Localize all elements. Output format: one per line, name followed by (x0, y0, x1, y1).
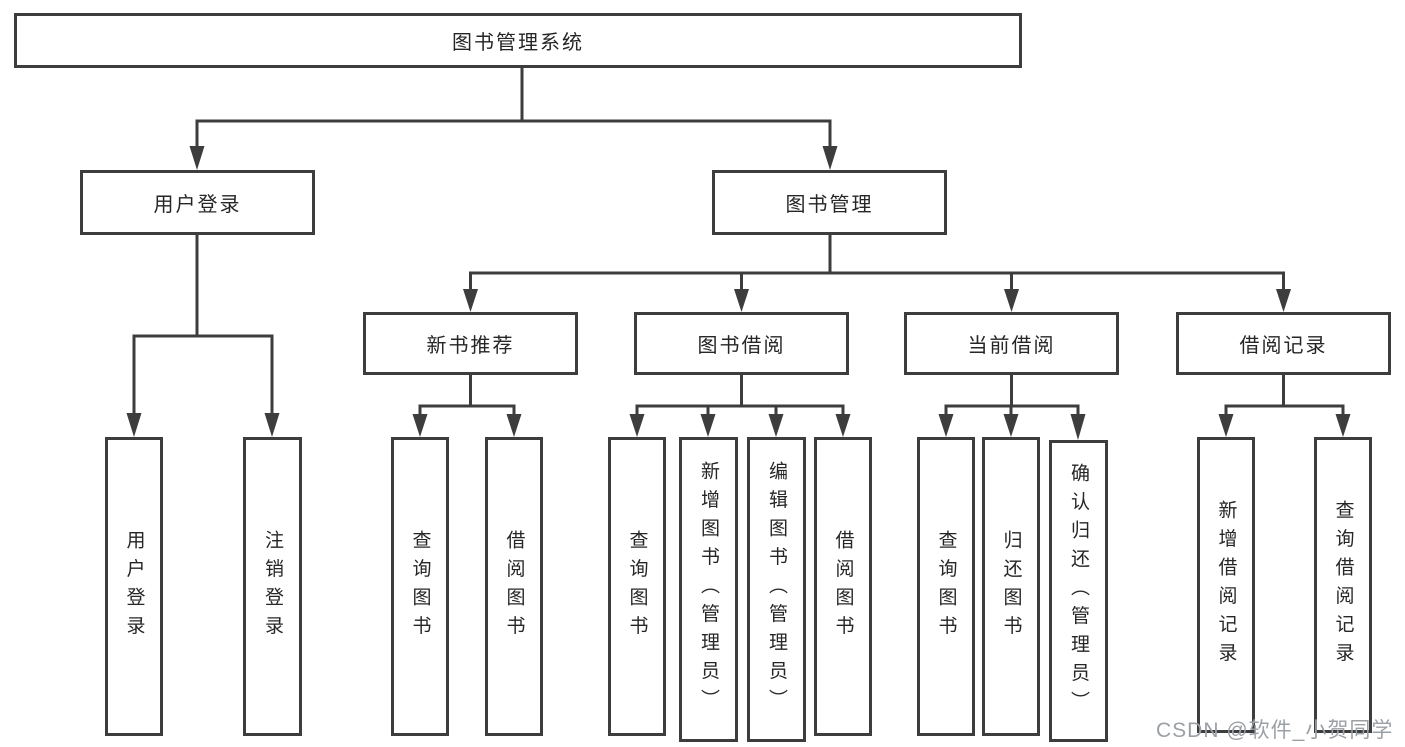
leaf-current-confirm-admin: 确认归还（管理员） (1049, 440, 1108, 742)
csdn-watermark: CSDN @软件_小贺同学 (1156, 719, 1394, 742)
connector-new-books-branch (412, 375, 522, 437)
connector-current-borrow-branch (938, 375, 1086, 440)
node-current-borrow-label: 当前借阅 (967, 335, 1056, 357)
leaf-user-login-label: 用户登录 (123, 529, 145, 644)
node-borrow-records: 借阅记录 (1176, 312, 1391, 375)
node-current-borrow: 当前借阅 (904, 312, 1119, 375)
node-root-label: 图书管理系统 (452, 32, 584, 54)
leaf-borrow-add-admin-label: 新增图书（管理员） (698, 461, 719, 718)
connector-book-mgmt-branch (463, 235, 1291, 312)
leaf-newbooks-query-label: 查询图书 (409, 529, 431, 644)
connector-borrow-records-branch (1218, 375, 1351, 437)
leaf-borrow-add-admin: 新增图书（管理员） (679, 437, 738, 742)
connector-user-login-branch (126, 235, 280, 437)
node-book-borrow-label: 图书借阅 (697, 335, 786, 357)
leaf-borrow-edit-admin-label: 编辑图书（管理员） (766, 461, 787, 718)
node-new-books-label: 新书推荐 (426, 335, 515, 357)
leaf-current-query-label: 查询图书 (935, 529, 957, 644)
leaf-current-return: 归还图书 (982, 437, 1040, 736)
leaf-records-add-label: 新增借阅记录 (1215, 499, 1237, 671)
leaf-logout-label: 注销登录 (262, 529, 283, 644)
node-borrow-records-label: 借阅记录 (1239, 335, 1328, 357)
leaf-current-return-label: 归还图书 (1000, 529, 1022, 644)
node-book-borrow: 图书借阅 (634, 312, 849, 375)
leaf-newbooks-query: 查询图书 (391, 437, 449, 736)
leaf-user-login: 用户登录 (105, 437, 163, 736)
leaf-records-query-label: 查询借阅记录 (1332, 499, 1354, 671)
node-user-login-label: 用户登录 (153, 194, 242, 216)
leaf-borrow-book: 借阅图书 (814, 437, 872, 736)
connector-book-borrow-branch (629, 375, 851, 437)
leaf-borrow-query: 查询图书 (608, 437, 666, 736)
leaf-records-query: 查询借阅记录 (1314, 437, 1372, 733)
leaf-records-add: 新增借阅记录 (1197, 437, 1255, 733)
connector-root-to-level2 (189, 68, 838, 170)
node-root-system: 图书管理系统 (14, 13, 1022, 68)
leaf-newbooks-borrow-label: 借阅图书 (503, 529, 525, 644)
leaf-borrow-book-label: 借阅图书 (832, 529, 854, 644)
leaf-borrow-edit-admin: 编辑图书（管理员） (747, 437, 806, 742)
leaf-newbooks-borrow: 借阅图书 (485, 437, 543, 736)
node-user-login: 用户登录 (80, 170, 315, 235)
leaf-borrow-query-label: 查询图书 (626, 529, 648, 644)
leaf-logout: 注销登录 (243, 437, 302, 736)
leaf-current-query: 查询图书 (917, 437, 975, 736)
node-new-books: 新书推荐 (363, 312, 578, 375)
node-book-mgmt: 图书管理 (712, 170, 947, 235)
node-book-mgmt-label: 图书管理 (785, 194, 874, 216)
leaf-current-confirm-admin-label: 确认归还（管理员） (1068, 462, 1089, 720)
